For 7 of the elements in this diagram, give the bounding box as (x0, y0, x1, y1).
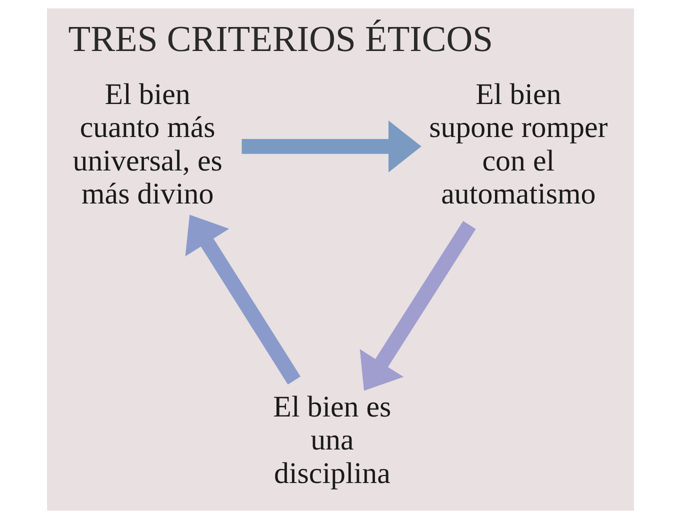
node-text: El bien cuanto más universal, es más divino (72, 78, 222, 211)
arrow (241, 120, 421, 172)
arrow (184, 214, 300, 385)
diagram-title: TRES CRITERIOS ÉTICOS (68, 18, 493, 59)
node-text: El bien supone romper con el automatismo (428, 78, 608, 211)
node-text: El bien es una disciplina (272, 390, 391, 490)
arrow (359, 220, 476, 391)
